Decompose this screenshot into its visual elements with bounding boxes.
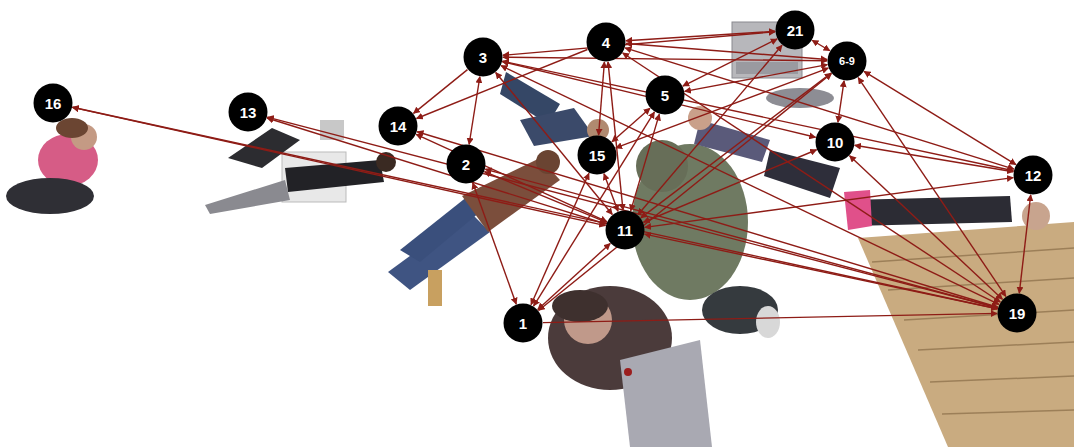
callout-circle: 19 [997, 293, 1037, 333]
callout-circle: 6-9 [827, 41, 867, 81]
callout-circle: 21 [775, 10, 815, 50]
arrow-connector [73, 107, 998, 308]
arrow-connector [625, 48, 1014, 169]
circle-fill [229, 93, 268, 132]
arrow-connector [267, 117, 997, 308]
arrow-connector [864, 71, 1016, 164]
callout-number: 19 [1009, 306, 1026, 321]
arrow-connector [626, 31, 775, 40]
person-figure [548, 286, 712, 447]
callout-circle: 16 [33, 83, 73, 123]
callout-number: 11 [617, 223, 633, 238]
arrow-connector [503, 57, 827, 61]
callout-circle: 1 [503, 303, 543, 343]
circle-fill [828, 42, 867, 81]
callout-circle: 3 [463, 37, 503, 77]
arrow-connector [502, 62, 815, 138]
circle-fill [646, 76, 685, 115]
arrow-connector [612, 108, 650, 142]
arrow-connector [685, 65, 828, 92]
callout-number: 2 [462, 157, 470, 172]
arrow-connector [531, 173, 589, 304]
callout-circle: 13 [228, 92, 268, 132]
arrow-connector [850, 156, 1003, 300]
arrow-connector [416, 134, 607, 221]
arrow-connector [473, 183, 517, 304]
circle-fill [464, 38, 503, 77]
circle-fill [447, 145, 486, 184]
arrow-connector [608, 62, 623, 210]
callout-circle: 12 [1013, 155, 1053, 195]
arrow-connector [812, 40, 830, 51]
arrow-connector [645, 234, 998, 309]
circle-fill [587, 23, 626, 62]
person-figure [500, 72, 609, 146]
arrow-connector [599, 62, 605, 135]
circle-fill [776, 11, 815, 50]
circle-fill [379, 107, 418, 146]
circle-fill [504, 304, 543, 343]
arrow-connector [604, 174, 618, 212]
arrow-connector [855, 145, 1014, 171]
arrow-connector [501, 66, 999, 305]
arrow-connector [503, 32, 775, 56]
person-figure [6, 118, 98, 214]
callout-number: 1 [519, 316, 527, 331]
arrow-connector [683, 39, 777, 86]
circle-fill [998, 294, 1037, 333]
callout-circle: 11 [605, 210, 645, 250]
arrow-connector [267, 118, 606, 224]
callout-circle: 4 [586, 22, 626, 62]
arrow-connector [534, 112, 655, 306]
callout-number: 12 [1025, 168, 1042, 183]
callout-number: 10 [827, 135, 844, 150]
arrow-connector [417, 132, 998, 307]
circle-fill [1014, 156, 1053, 195]
callout-circle: 15 [577, 135, 617, 175]
arrow-connector [1019, 195, 1030, 293]
person-figure [205, 120, 396, 214]
callout-number: 13 [240, 105, 257, 120]
circle-fill [578, 136, 617, 175]
arrow-connector [638, 45, 782, 215]
arrow-connector [643, 150, 816, 223]
circle-fill [34, 84, 73, 123]
arrow-connector [623, 53, 1001, 302]
arrow-connector [73, 107, 606, 225]
arrow-connector [616, 68, 829, 148]
callout-number: 14 [390, 119, 407, 134]
arrow-connector [838, 81, 844, 122]
arrow-connector [469, 77, 480, 144]
circle-fill [606, 211, 645, 250]
arrow-connector [631, 114, 660, 211]
callout-number: 4 [602, 35, 610, 50]
callout-number: 3 [479, 50, 487, 65]
circle-fill [816, 123, 855, 162]
callout-number: 16 [45, 96, 62, 111]
callout-number: 21 [787, 23, 804, 38]
callout-circle: 2 [446, 144, 486, 184]
callout-number: 5 [661, 88, 669, 103]
callout-circle: 14 [378, 106, 418, 146]
callout-number: 6-9 [839, 56, 855, 67]
arrow-connector [539, 74, 832, 311]
arrow-connector [485, 169, 997, 308]
arrow-connector [641, 73, 831, 218]
person-figure [688, 106, 1050, 230]
wooden-dock [858, 222, 1074, 447]
callout-circle: 5 [645, 75, 685, 115]
arrow-connector [538, 243, 610, 309]
arrow-connector [484, 172, 606, 223]
callout-circle: 10 [815, 122, 855, 162]
callout-number: 15 [589, 148, 606, 163]
arrow-connector [414, 70, 468, 114]
arrow-connector [858, 78, 1006, 297]
arrow-connector [645, 178, 1013, 228]
arrow-connector [543, 313, 997, 322]
